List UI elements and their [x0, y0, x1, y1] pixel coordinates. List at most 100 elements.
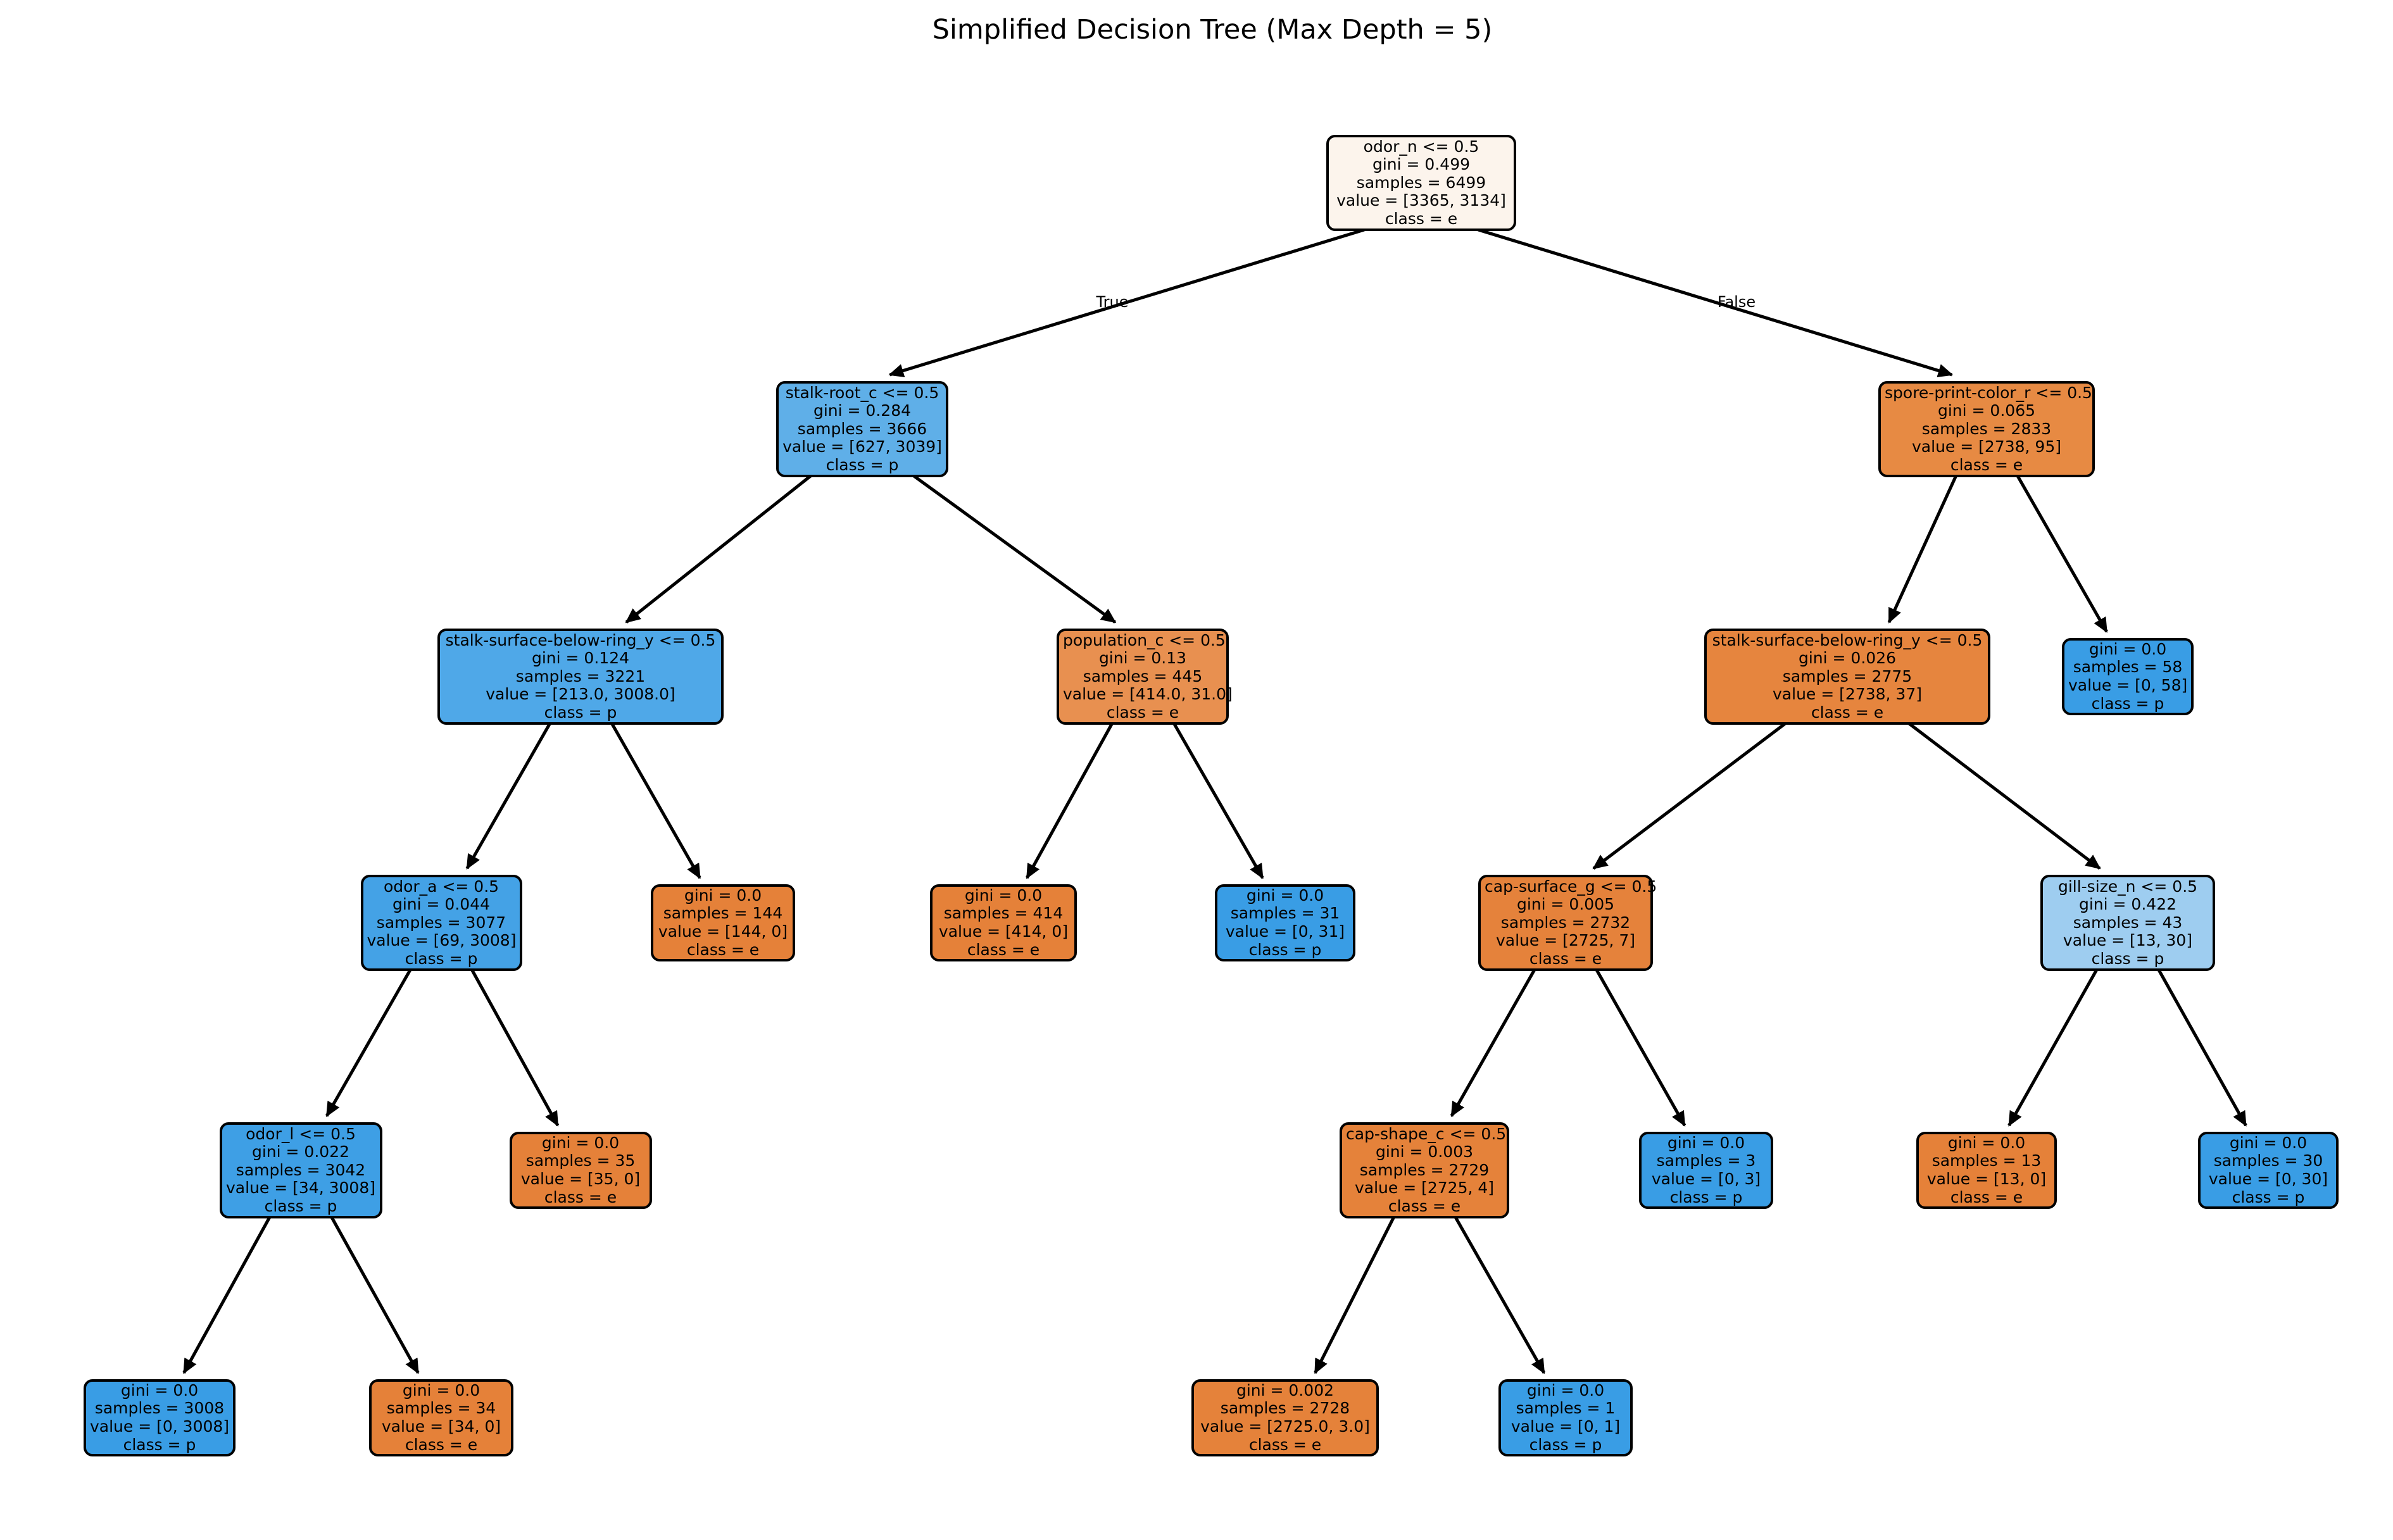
node-text-line: gini = 0.0 [1947, 1133, 2026, 1152]
node-text-line: gini = 0.0 [1526, 1380, 1605, 1399]
node-text-line: gini = 0.13 [1098, 649, 1187, 668]
node-text-line: class = e [686, 940, 760, 959]
node-text-line: samples = 35 [525, 1151, 636, 1170]
node-text-line: gini = 0.0 [1246, 886, 1324, 905]
node-text-line: value = [2725, 4] [1354, 1179, 1495, 1198]
tree-edge [1454, 1216, 1546, 1374]
tree-edge [610, 722, 701, 879]
node-text-line: samples = 3 [1656, 1151, 1756, 1170]
node-text-line: class = e [1106, 703, 1179, 722]
tree-edge [1907, 722, 2101, 870]
node-text-line: class = p [2091, 694, 2164, 713]
node-text-line: samples = 445 [1083, 667, 1203, 685]
node-text-line: gill-size_n <= 0.5 [2057, 877, 2198, 896]
node-text-line: samples = 58 [2073, 658, 2183, 677]
node-text-line: gini = 0.0 [120, 1380, 199, 1399]
node-text-line: stalk-surface-below-ring_y <= 0.5 [1712, 630, 1983, 649]
node-text-line: class = p [2091, 949, 2164, 968]
node-text-line: class = e [1385, 209, 1458, 228]
node-text-line: gini = 0.005 [1516, 895, 1615, 914]
node-text-line: gini = 0.0 [541, 1133, 620, 1152]
node-text-line: gini = 0.0 [2088, 639, 2167, 658]
node-text-line: class = e [967, 940, 1040, 959]
node-text-line: class = p [405, 949, 478, 968]
node-text-line: gini = 0.0 [2229, 1133, 2308, 1152]
tree-edge [913, 474, 1117, 624]
tree-edges-group [182, 228, 2247, 1374]
node-text-line: samples = 6499 [1356, 173, 1486, 192]
node-text-line: class = p [1669, 1187, 1743, 1206]
tree-edge [1478, 228, 1954, 378]
node-text-line: value = [0, 58] [2068, 676, 2188, 694]
node-text-line: value = [2738, 95] [1912, 437, 2061, 456]
node-text-line: odor_a <= 0.5 [383, 877, 499, 896]
node-text-line: class = e [1811, 703, 1884, 722]
node-text-line: value = [2738, 37] [1773, 685, 1922, 704]
node-text-line: samples = 3042 [236, 1160, 366, 1179]
node-text-line: value = [2725.0, 3.0] [1200, 1417, 1370, 1436]
node-text-line: value = [69, 3008] [367, 931, 517, 950]
tree-edge [325, 968, 412, 1117]
node-text-line: samples = 3008 [94, 1399, 225, 1418]
node-text-line: class = e [405, 1435, 478, 1454]
node-text-line: value = [144, 0] [658, 922, 788, 941]
node-text-line: odor_l <= 0.5 [246, 1124, 356, 1143]
tree-edge [2007, 968, 2099, 1127]
node-text-line: samples = 414 [943, 904, 1064, 923]
node-text-line: value = [0, 3008] [90, 1417, 230, 1436]
node-text-line: gini = 0.499 [1372, 155, 1471, 174]
node-text-line: samples = 144 [663, 904, 783, 923]
node-text-line: gini = 0.065 [1937, 401, 2036, 420]
tree-edge [1450, 968, 1536, 1117]
tree-edge [1595, 968, 1686, 1127]
node-text-line: value = [34, 3008] [226, 1179, 375, 1198]
node-text-line: class = e [1248, 1435, 1322, 1454]
node-text-line: gini = 0.026 [1798, 649, 1897, 668]
node-text-line: gini = 0.044 [392, 895, 491, 914]
node-text-line: value = [34, 0] [381, 1417, 501, 1436]
node-text-line: gini = 0.0 [964, 886, 1043, 905]
node-text-line: samples = 2833 [1921, 419, 2052, 438]
node-text-line: samples = 2728 [1220, 1399, 1350, 1418]
node-text-line: value = [0, 3] [1651, 1170, 1761, 1188]
node-text-line: cap-shape_c <= 0.5 [1346, 1124, 1507, 1143]
tree-edge [888, 228, 1365, 378]
tree-edge [1172, 722, 1264, 879]
node-text-line: value = [414.0, 31.0] [1063, 685, 1233, 704]
figure-title: Simplified Decision Tree (Max Depth = 5) [932, 14, 1493, 46]
node-text-line: class = p [826, 455, 899, 474]
node-text-line: samples = 3077 [376, 913, 506, 932]
node-text-line: gini = 0.0 [402, 1380, 480, 1399]
node-text-line: class = p [1248, 940, 1322, 959]
node-text-line: class = p [1529, 1435, 1602, 1454]
tree-edge [1314, 1216, 1395, 1374]
node-text-line: class = e [544, 1187, 617, 1206]
node-text-line: stalk-surface-below-ring_y <= 0.5 [445, 630, 716, 649]
node-text-line: value = [0, 31] [1225, 922, 1345, 941]
node-text-line: samples = 31 [1230, 904, 1340, 923]
node-text-line: samples = 34 [386, 1399, 496, 1418]
tree-edge [182, 1216, 272, 1374]
node-text-line: class = p [264, 1196, 337, 1215]
node-text-line: stalk-root_c <= 0.5 [785, 383, 939, 402]
node-text-line: samples = 3221 [515, 667, 646, 685]
tree-edge [465, 722, 551, 870]
tree-edge [1592, 722, 1787, 870]
